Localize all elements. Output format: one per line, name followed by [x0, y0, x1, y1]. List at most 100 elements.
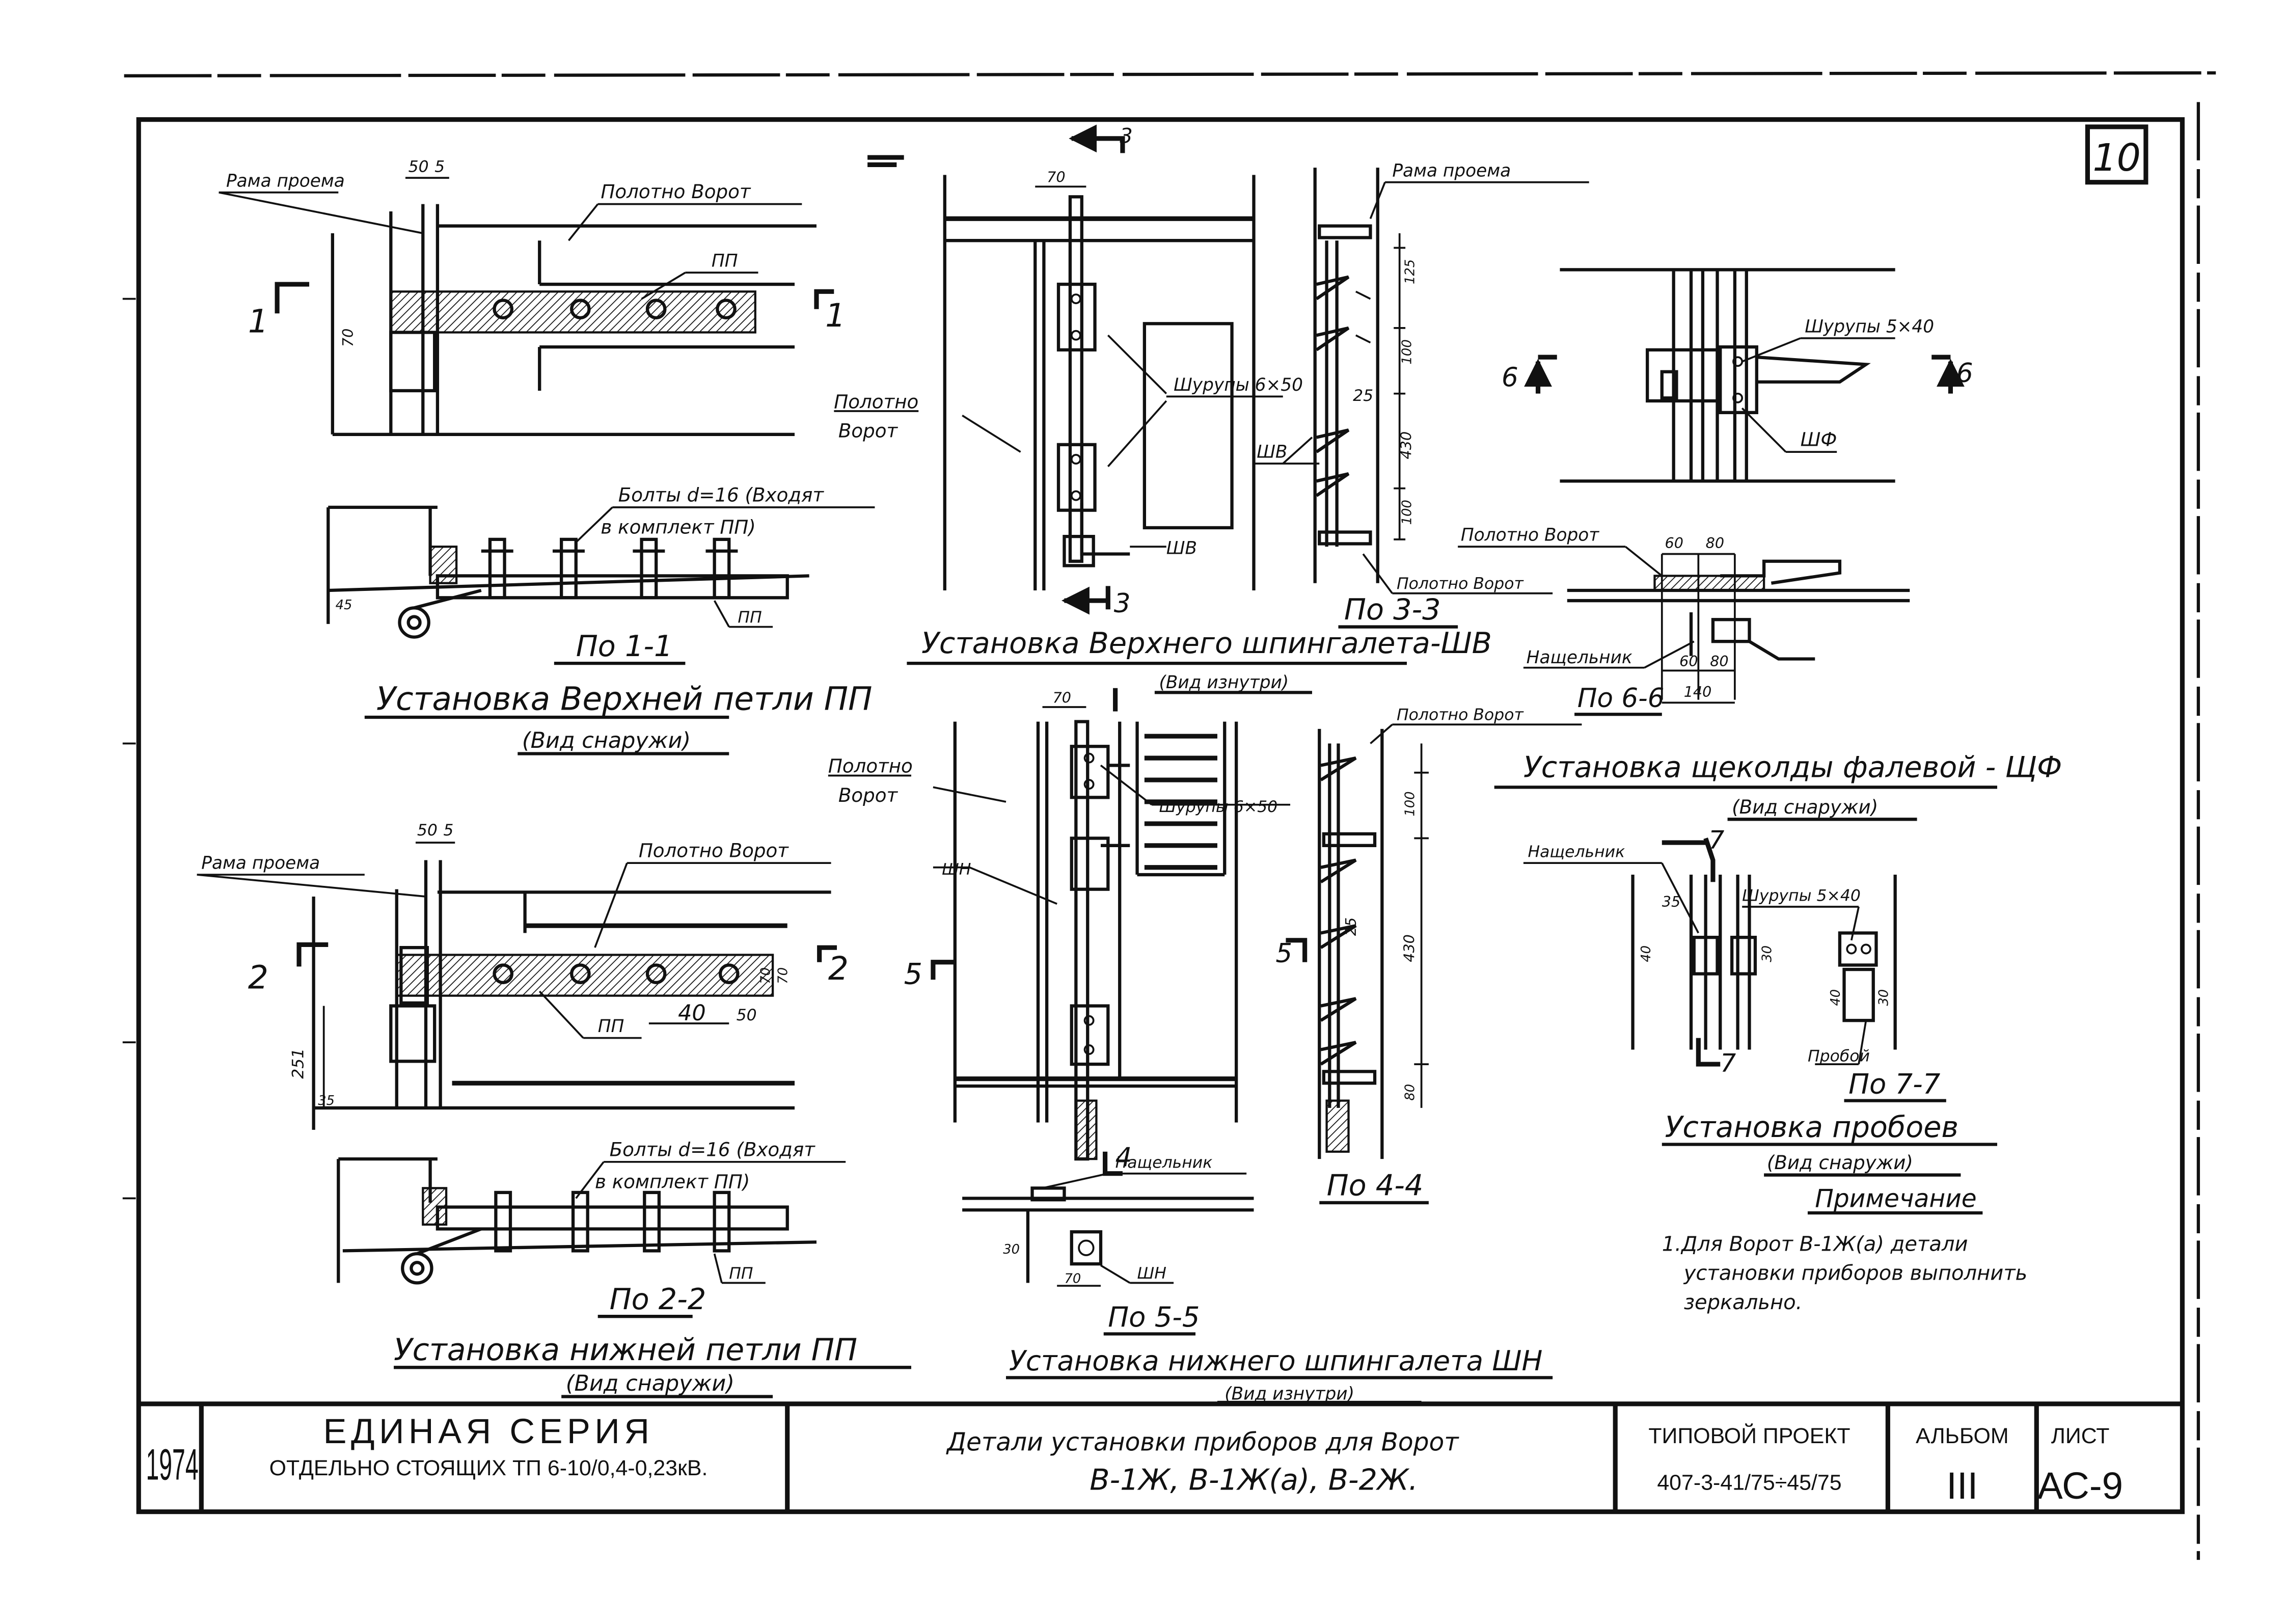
bolt-label: ШВ — [1257, 442, 1287, 463]
dim-text: 30 — [1003, 1242, 1020, 1257]
hinge-label: ПП — [738, 608, 761, 627]
section-title: По 2-2 — [610, 1283, 706, 1316]
section-3-3: 125 100 25 430 100 Рама проема ШВ Полотн… — [1254, 160, 1589, 629]
strike-label: Нащельник — [1527, 647, 1632, 668]
dim-text: 140 — [1684, 683, 1712, 700]
bolt-label: ШН — [942, 860, 971, 879]
door-label: Полотно — [828, 755, 913, 777]
section-mark: 7 — [1720, 1049, 1736, 1077]
section-mark: 2 — [828, 950, 849, 987]
view-caption-sub: (Вид снаружи) — [1767, 1151, 1913, 1174]
dim-text: 70 — [776, 967, 791, 984]
bolts-label: Болты d=16 (Входят — [618, 483, 825, 506]
dim-text: 40 — [1828, 989, 1843, 1006]
view-caption-sub: (Вид снаружи) — [522, 728, 691, 753]
section-title: По 5-5 — [1108, 1301, 1200, 1333]
screws-label: Шурупы 5×40 — [1805, 316, 1934, 337]
description-line: В-1Ж, В-1Ж(а), В-2Ж. — [1090, 1464, 1418, 1497]
section-mark: 6 — [1502, 362, 1518, 393]
title-block: 1974 ЕДИНАЯ СЕРИЯ ОТДЕЛЬНО СТОЯЩИХ ТП 6-… — [139, 1401, 2183, 1512]
view-staples: Пробой Нащельник Шурупы 5×40 35 40 30 40… — [1523, 826, 1997, 1177]
series-title: ЕДИНАЯ СЕРИЯ — [323, 1412, 654, 1451]
latch-label: ШФ — [1801, 428, 1837, 451]
door-label: Полотно Ворот — [639, 840, 789, 862]
note-title: Примечание — [1815, 1185, 1976, 1213]
dim-text: 50 — [737, 1006, 757, 1024]
note-line: установки приборов выполнить — [1683, 1262, 2028, 1285]
screws-label: Шурупы 6×50 — [1174, 375, 1303, 395]
dim-text: 430 — [1400, 934, 1418, 962]
sheet-number-box: 10 — [2085, 124, 2148, 185]
door-label: Полотно Ворот — [601, 180, 751, 203]
door-label: Полотно Ворот — [1397, 575, 1525, 593]
dim-text: 35 — [318, 1093, 335, 1108]
note-line: зеркально. — [1684, 1291, 1803, 1314]
bolt-row — [481, 537, 738, 600]
note-line: 1.Для Ворот В-1Ж(а) детали — [1662, 1232, 1968, 1256]
dim-text: 60 — [1679, 653, 1698, 670]
door-label: Ворот — [838, 420, 899, 442]
year-stamp: 1974 — [146, 1441, 199, 1490]
dim-text: 30 — [1876, 989, 1891, 1006]
section-mark: 4 — [1115, 1142, 1132, 1173]
bolts-label: в комплект ПП) — [595, 1170, 750, 1193]
view-caption: Установка щеколды фалевой - ЩФ — [1523, 750, 2062, 784]
section-mark: 2 — [248, 959, 268, 996]
view-caption-sub: (Вид изнутри) — [1159, 672, 1289, 693]
dim-text: 80 — [1706, 534, 1724, 552]
section-mark: 3 — [1120, 124, 1132, 148]
view-lower-bolt: Полотно Ворот Шурупы 6×50 ШН 70 5 4 — [828, 688, 1291, 1176]
frame-label: Рама проема — [1392, 160, 1511, 181]
hinge-label: ПП — [729, 1264, 753, 1283]
dim-text: 125 — [1402, 259, 1418, 284]
section-title: По 3-3 — [1344, 593, 1441, 627]
section-mark: 6 — [1956, 358, 1973, 389]
dim-text: 40 — [678, 1000, 706, 1026]
dim-text: 50 — [409, 158, 429, 176]
view-caption: Установка Верхней петли ПП — [376, 681, 873, 718]
door-label: Полотно Ворот — [1397, 706, 1525, 724]
dim-text: 70 — [758, 967, 773, 984]
bolts-label: Болты d=16 (Входят — [610, 1138, 816, 1160]
section-title: По 1-1 — [576, 630, 673, 663]
view-caption: Установка нижнего шпингалета ШН — [1009, 1345, 1543, 1377]
description-line: Детали установки приборов для Ворот — [946, 1428, 1459, 1456]
section-2-2: Болты d=16 (Входят в комплект ПП) ПП По … — [337, 1138, 911, 1398]
device-label: Пробой — [1808, 1047, 1870, 1065]
view-caption: Установка нижней петли ПП — [394, 1332, 857, 1368]
screws-label: Шурупы 5×40 — [1742, 887, 1861, 905]
project-number: 407-3-41/75÷45/75 — [1657, 1471, 1841, 1495]
view-caption-sub: (Вид снаружи) — [1732, 796, 1878, 818]
door-label: Полотно — [834, 390, 918, 413]
view-lower-hinge: Рама проема Полотно Ворот ПП 50 5 40 50 … — [197, 821, 849, 1130]
sheet-value: АС-9 — [2037, 1465, 2123, 1507]
dim-text: 251 — [289, 1048, 308, 1079]
sheet-border — [122, 71, 2216, 1560]
section-mark: 5 — [1275, 938, 1292, 969]
dim-text: 25 — [1342, 917, 1359, 936]
dim-text: 100 — [1400, 339, 1415, 364]
dim-text: 80 — [1402, 1084, 1418, 1101]
dim-text: 40 — [1639, 945, 1654, 962]
dim-text: 5 — [434, 158, 445, 176]
section-mark: 5 — [904, 958, 922, 991]
sheet-number: 10 — [2092, 136, 2141, 180]
section-1-1: Болты d=16 (Входят в комплект ПП) ПП 45 … — [326, 483, 875, 755]
view-caption-sub: (Вид снаружи) — [566, 1371, 734, 1396]
door-label: Ворот — [838, 784, 899, 806]
frame-label: Рама проема — [201, 853, 320, 874]
view-upper-hinge: Рама проема Полотно Ворот ПП 50 5 70 1 1 — [219, 158, 846, 436]
dim-text: 60 — [1665, 534, 1683, 552]
bolt-label: ШВ — [1166, 538, 1197, 558]
view-upper-bolt: Полотно Ворот Шурупы 6×50 ШВ 70 3 3 Уста… — [834, 124, 1492, 694]
dim-text: 35 — [1662, 893, 1680, 910]
sheet-label: ЛИСТ — [2051, 1424, 2110, 1448]
bolt-label: ШН — [1137, 1264, 1166, 1283]
dim-text: 80 — [1710, 653, 1728, 670]
dim-text: 30 — [1759, 945, 1775, 962]
section-title: По 6-6 — [1577, 683, 1665, 714]
section-title: По 4-4 — [1327, 1169, 1424, 1203]
note: Примечание 1.Для Ворот В-1Ж(а) детали ус… — [1662, 1185, 2027, 1314]
